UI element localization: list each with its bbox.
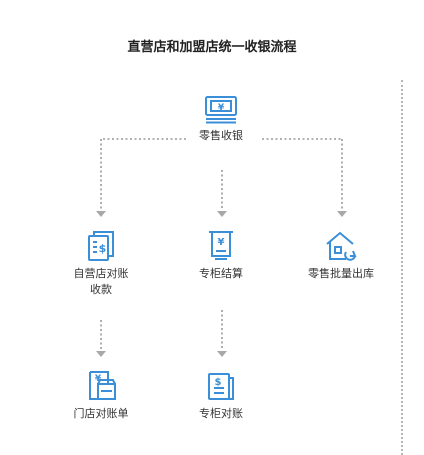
svg-text:$: $ — [99, 242, 107, 255]
svg-text:¥: ¥ — [95, 374, 102, 384]
arrow-to-bulk — [337, 211, 347, 217]
arrow-to-self — [96, 211, 106, 217]
page-title: 直营店和加盟店统一收银流程 — [127, 40, 297, 55]
arrow-to-counter-bill — [217, 351, 227, 357]
cash-register-yuan-icon: ¥ — [205, 96, 237, 124]
dollar-statement-icon: $ — [208, 373, 234, 400]
node-label: 零售收银 — [199, 129, 243, 142]
node-self-store-collection: $ 自营店对账收款 — [46, 230, 156, 298]
svg-text:¥: ¥ — [218, 237, 225, 248]
receipt-yuan-icon: ¥ — [209, 231, 233, 260]
vertical-divider — [401, 80, 403, 455]
node-label: 专柜结算 — [199, 267, 243, 280]
node-label: 专柜对账 — [199, 407, 243, 420]
node-counter-settlement: ¥ 专柜结算 — [166, 230, 276, 282]
svg-text:¥: ¥ — [218, 103, 225, 113]
node-label: 零售批量出库 — [308, 267, 374, 280]
node-label: 自营店对账收款 — [73, 267, 129, 296]
document-dollar-icon: $ — [88, 231, 114, 261]
node-label: 门店对账单 — [73, 407, 129, 420]
node-bulk-outbound: 零售批量出库 — [286, 230, 396, 282]
node-retail-cashier: ¥ 零售收银 — [166, 94, 276, 144]
svg-text:$: $ — [215, 377, 222, 388]
node-store-statement: ¥ 门店对账单 — [46, 370, 156, 422]
arrow-to-store-bill — [96, 351, 106, 357]
warehouse-house-icon — [326, 231, 357, 261]
arrow-to-special — [217, 211, 227, 217]
node-counter-statement: $ 专柜对账 — [166, 370, 276, 422]
store-receipt-icon: ¥ — [89, 371, 116, 400]
